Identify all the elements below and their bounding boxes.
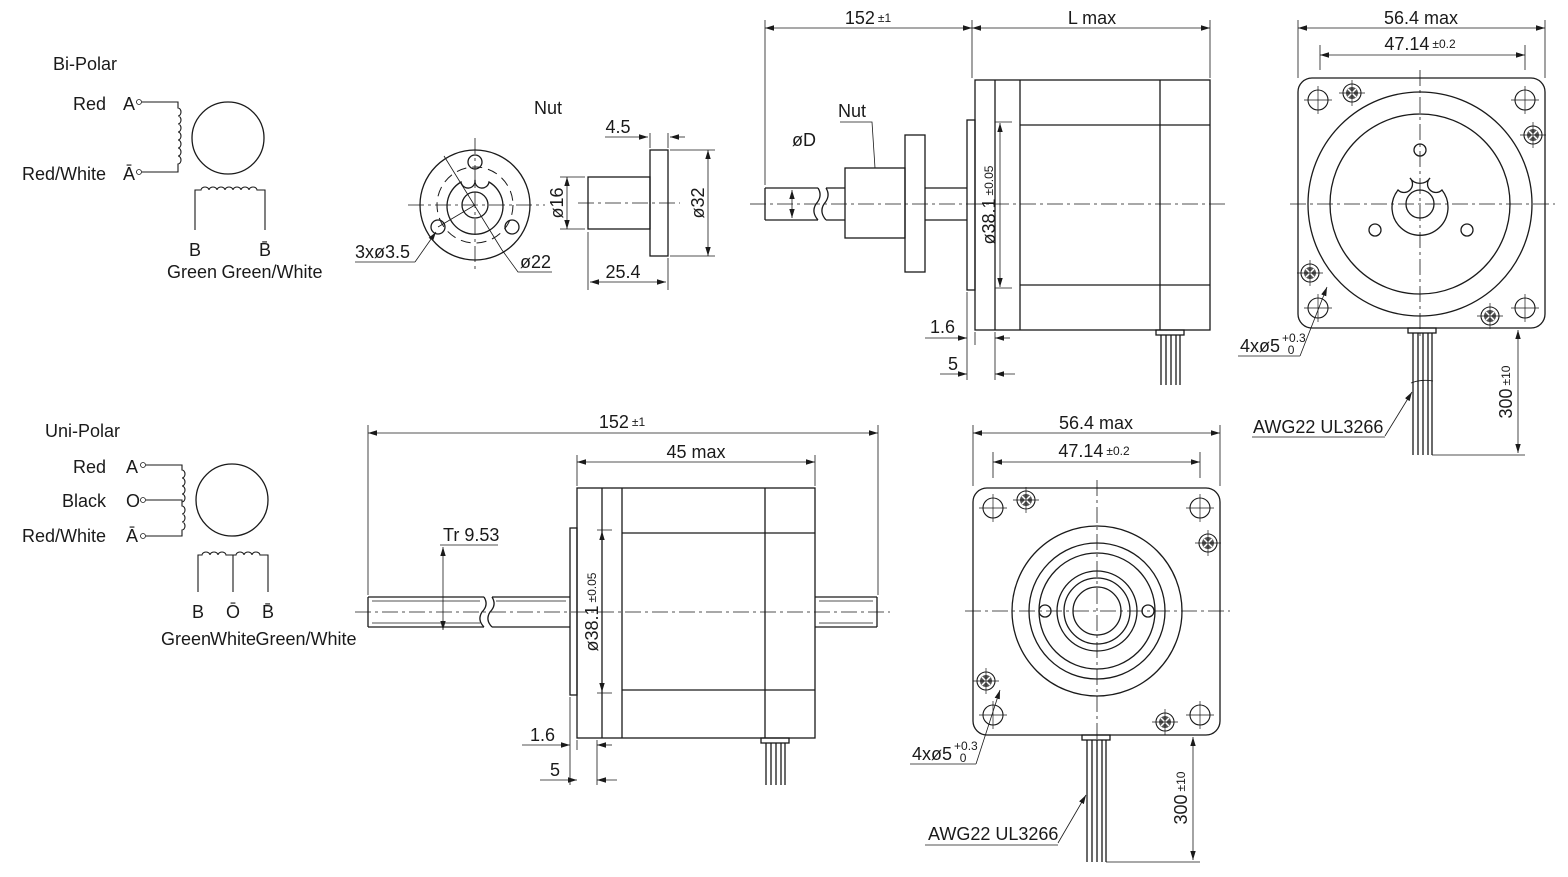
terminal-label: A [126,457,138,477]
wire-color-label: Red/White [22,526,106,546]
bipolar-wiring-diagram: Bi-Polar Red A Red/White Ā B B̄ Green Gr… [22,54,323,282]
external-motor-side-view: 152±1 L max Nut øD ø38.1±0.05 1.6 5 [750,8,1225,385]
nut-holes-label: 3xø3.5 [355,242,410,262]
terminal-dot [136,169,142,175]
terminal-dot [140,497,146,503]
wire-color-label: Green/White [221,262,322,282]
bipolar-title: Bi-Polar [53,54,117,74]
hole-pitch-label: 47.14±0.2 [1384,34,1456,54]
pilot-height-label: 1.6 [930,317,955,337]
terminal-label: Ā [123,164,135,184]
coil-a-icon [146,464,186,537]
nut-detail-view: Nut 3xø3.5 ø22 ø16 ø32 25.4 4.5 [355,98,715,290]
body-length-label: L max [1068,8,1116,28]
unipolar-wiring-diagram: Uni-Polar Red A Black O Red/White Ā B Ō … [22,421,357,649]
coil-b-icon [197,551,269,592]
nut-pcd-label: ø22 [520,252,551,272]
terminal-label: B [192,602,204,622]
rotor-icon [195,463,269,537]
wire-color-label: Red [73,94,106,114]
flange-thickness-label: 5 [948,354,958,374]
wire-color-label: Red [73,457,106,477]
lead-length-label: 300±10 [1171,771,1191,824]
wire-color-label: Black [62,491,107,511]
body-length-label: 45 max [666,442,725,462]
cable-spec-label: AWG22 UL3266 [928,824,1058,844]
thread-label: Tr 9.53 [443,525,499,545]
wire-color-label: Green [161,629,211,649]
cable-spec-label: AWG22 UL3266 [1253,417,1383,437]
coil-b-icon [194,186,266,230]
unipolar-title: Uni-Polar [45,421,120,441]
coil-a-icon [142,101,182,173]
terminal-label: Ō [226,602,240,622]
terminal-dot [140,462,146,468]
wire-color-label: White [210,629,256,649]
hole-pitch-label: 47.14±0.2 [1058,441,1130,461]
rotor-icon [191,101,265,175]
shaft-length-label: 152±1 [845,8,892,28]
lead-length-label: 300±10 [1496,365,1516,418]
terminal-label: B [189,240,201,260]
nut-flange-thickness-label: 4.5 [605,117,630,137]
shaft-length-label: 152±1 [599,412,646,432]
terminal-dot [136,99,142,105]
screw-dia-label: øD [792,130,816,150]
terminal-label: B̄ [259,240,271,260]
nut-title: Nut [534,98,562,118]
terminal-label: A [123,94,135,114]
terminal-label: O [126,491,140,511]
wire-color-label: Green [167,262,217,282]
wire-color-label: Green/White [255,629,356,649]
nut-flange-dia-label: ø32 [688,187,708,218]
pilot-height-label: 1.6 [530,725,555,745]
pilot-dia-label: ø38.1±0.05 [979,165,999,244]
pilot-dia-label: ø38.1±0.05 [582,572,602,651]
non-captive-motor-side-view: 152±1 45 max Tr 9.53 ø38.1±0.05 1.6 5 [355,412,890,785]
terminal-label: B̄ [262,602,274,622]
terminal-dot [140,533,146,539]
terminal-label: Ā [126,526,138,546]
wire-color-label: Red/White [22,164,106,184]
nut-body-dia-label: ø16 [547,187,567,218]
flange-thickness-label: 5 [550,760,560,780]
nut-label: Nut [838,101,866,121]
end-width-label: 56.4 max [1059,413,1133,433]
end-width-label: 56.4 max [1384,8,1458,28]
nut-length-label: 25.4 [605,262,640,282]
